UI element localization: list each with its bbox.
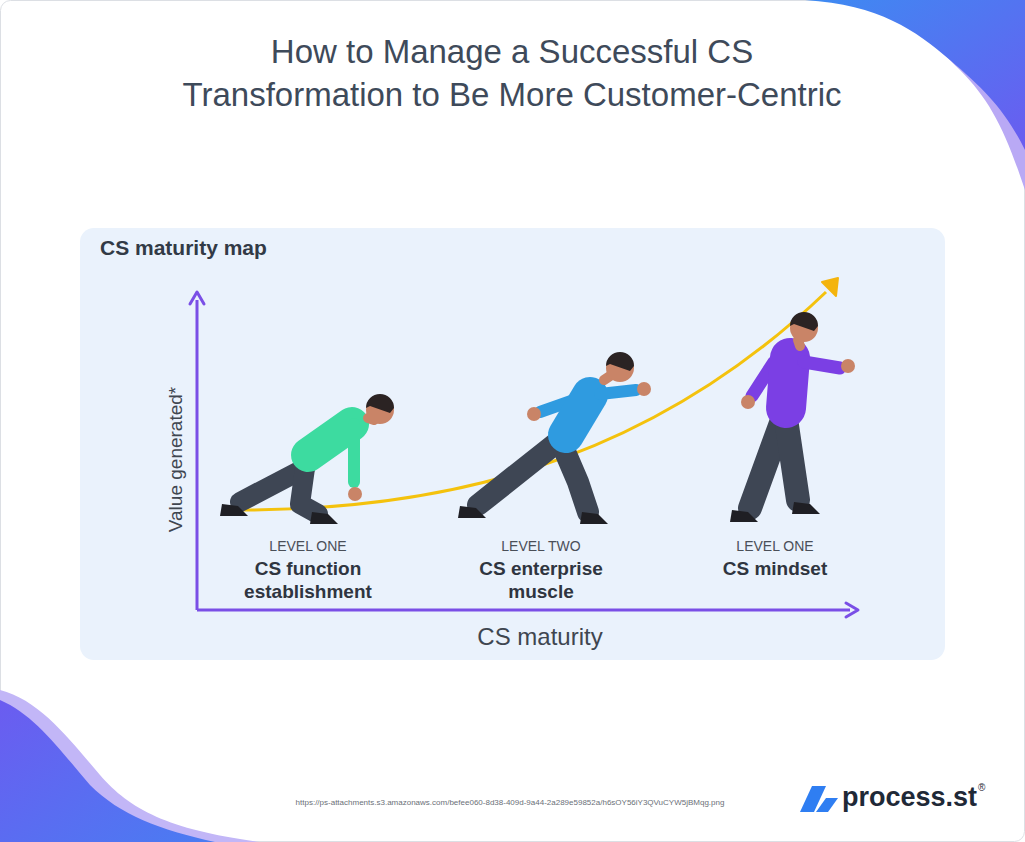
growth-curve xyxy=(225,292,826,510)
corner-shape xyxy=(0,690,260,842)
logo-text: process.st xyxy=(842,781,977,814)
corner-shape xyxy=(805,0,1025,150)
logo-icon xyxy=(800,786,838,812)
panel-heading: CS maturity map xyxy=(80,228,945,260)
page-title: How to Manage a Successful CS Transforma… xyxy=(142,30,882,116)
trademark: ® xyxy=(978,782,990,794)
corner-shape xyxy=(0,700,215,842)
curve-arrowhead xyxy=(822,278,838,296)
crouching-figure xyxy=(220,394,394,524)
walking-figure xyxy=(730,312,855,522)
map-panel: CS maturity map xyxy=(80,228,945,660)
source-url: https://ps-attachments.s3.amazonaws.com/… xyxy=(200,798,820,808)
axes xyxy=(190,292,858,617)
running-figure xyxy=(458,352,651,524)
